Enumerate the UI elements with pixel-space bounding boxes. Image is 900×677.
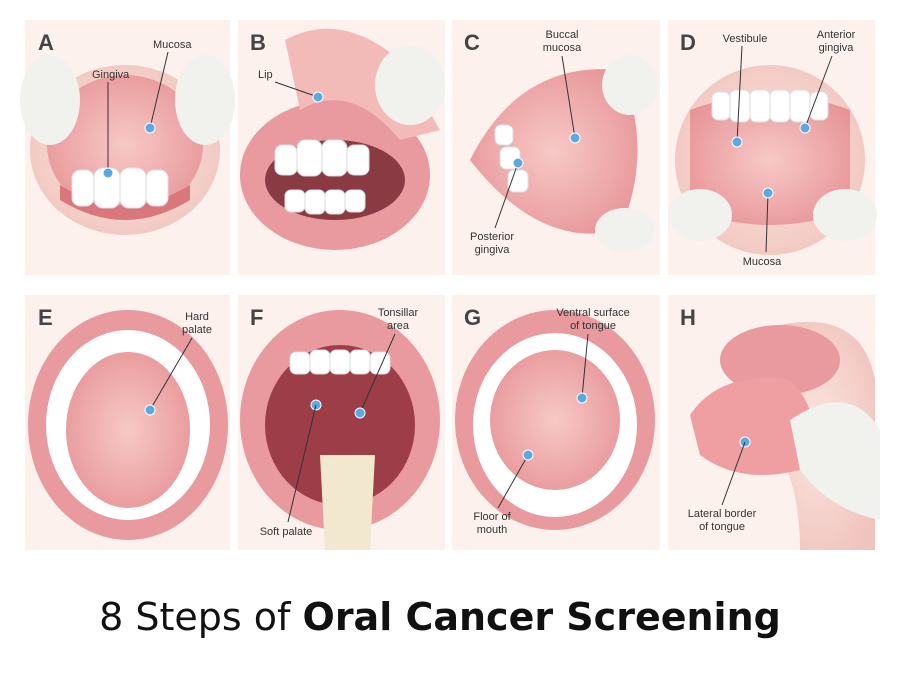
glove-finger-icon [668,189,732,241]
label-mucosa: Mucosa [743,256,782,268]
tongue [690,378,813,475]
marker-dot [512,157,524,169]
label-posterior-gingiva: Posterior [470,231,514,243]
label-soft-palate: Soft palate [260,526,313,538]
label-tonsillar-area: Tonsillar [378,307,419,319]
panel-letter: A [38,30,54,55]
marker-dot [576,392,588,404]
tongue-depressor-icon [320,455,375,550]
label-hard-palate-2: palate [182,324,212,336]
marker-dot [762,187,774,199]
panel-letter: E [38,305,53,330]
glove-finger-icon [813,189,877,241]
panel-f: F Tonsillar area Soft palate [238,295,445,550]
panel-a: A Mucosa Gingiva [20,20,235,275]
glove-finger-icon [20,55,80,145]
title-light: 8 Steps of [99,595,302,639]
label-hard-palate: Hard [185,311,209,323]
marker-dot [144,122,156,134]
glove-finger-icon [602,55,658,115]
panel-letter: C [464,30,480,55]
label-posterior-gingiva-2: gingiva [475,244,511,256]
label-anterior-gingiva: Anterior [817,29,856,41]
marker-dot [144,404,156,416]
label-gingiva: Gingiva [92,69,130,81]
marker-dot [799,122,811,134]
label-mucosa: Mucosa [153,39,192,51]
label-lateral-border-2: of tongue [699,521,745,533]
panel-letter: D [680,30,696,55]
panel-b: B Lip [238,20,445,275]
glove-finger-icon [375,45,445,125]
panel-letter: H [680,305,696,330]
panel-h: H Lateral border of tongue [668,295,880,550]
label-lateral-border: Lateral border [688,508,757,520]
panel-d: D Vestibule Anterior gingiva Mucosa [668,20,877,275]
label-floor-of-mouth: Floor of [473,511,511,523]
label-ventral-surface-2: of tongue [570,320,616,332]
label-lip: Lip [258,69,273,81]
marker-dot [522,449,534,461]
label-buccal-mucosa-2: mucosa [543,42,582,54]
marker-dot [312,91,324,103]
panel-c: C Buccal mucosa Posterior gingiva [452,20,660,275]
marker-dot [569,132,581,144]
panel-letter: B [250,30,266,55]
marker-dot [102,167,114,179]
panel-e: E Hard palate [25,295,230,550]
glove-finger-icon [595,208,655,252]
label-vestibule: Vestibule [723,33,768,45]
label-floor-of-mouth-2: mouth [477,524,508,536]
title-bold: Oral Cancer Screening [303,595,781,639]
marker-dot [731,136,743,148]
glove-finger-icon [175,55,235,145]
page-title: 8 Steps of Oral Cancer Screening [99,595,781,639]
label-ventral-surface: Ventral surface [556,307,629,319]
marker-dot [354,407,366,419]
panel-letter: F [250,305,263,330]
gauze-icon [790,402,880,520]
label-buccal-mucosa: Buccal [545,29,578,41]
label-tonsillar-area-2: area [387,320,410,332]
label-anterior-gingiva-2: gingiva [819,42,855,54]
panel-letter: G [464,305,481,330]
panel-g: G Ventral surface of tongue Floor of mou… [452,295,660,550]
